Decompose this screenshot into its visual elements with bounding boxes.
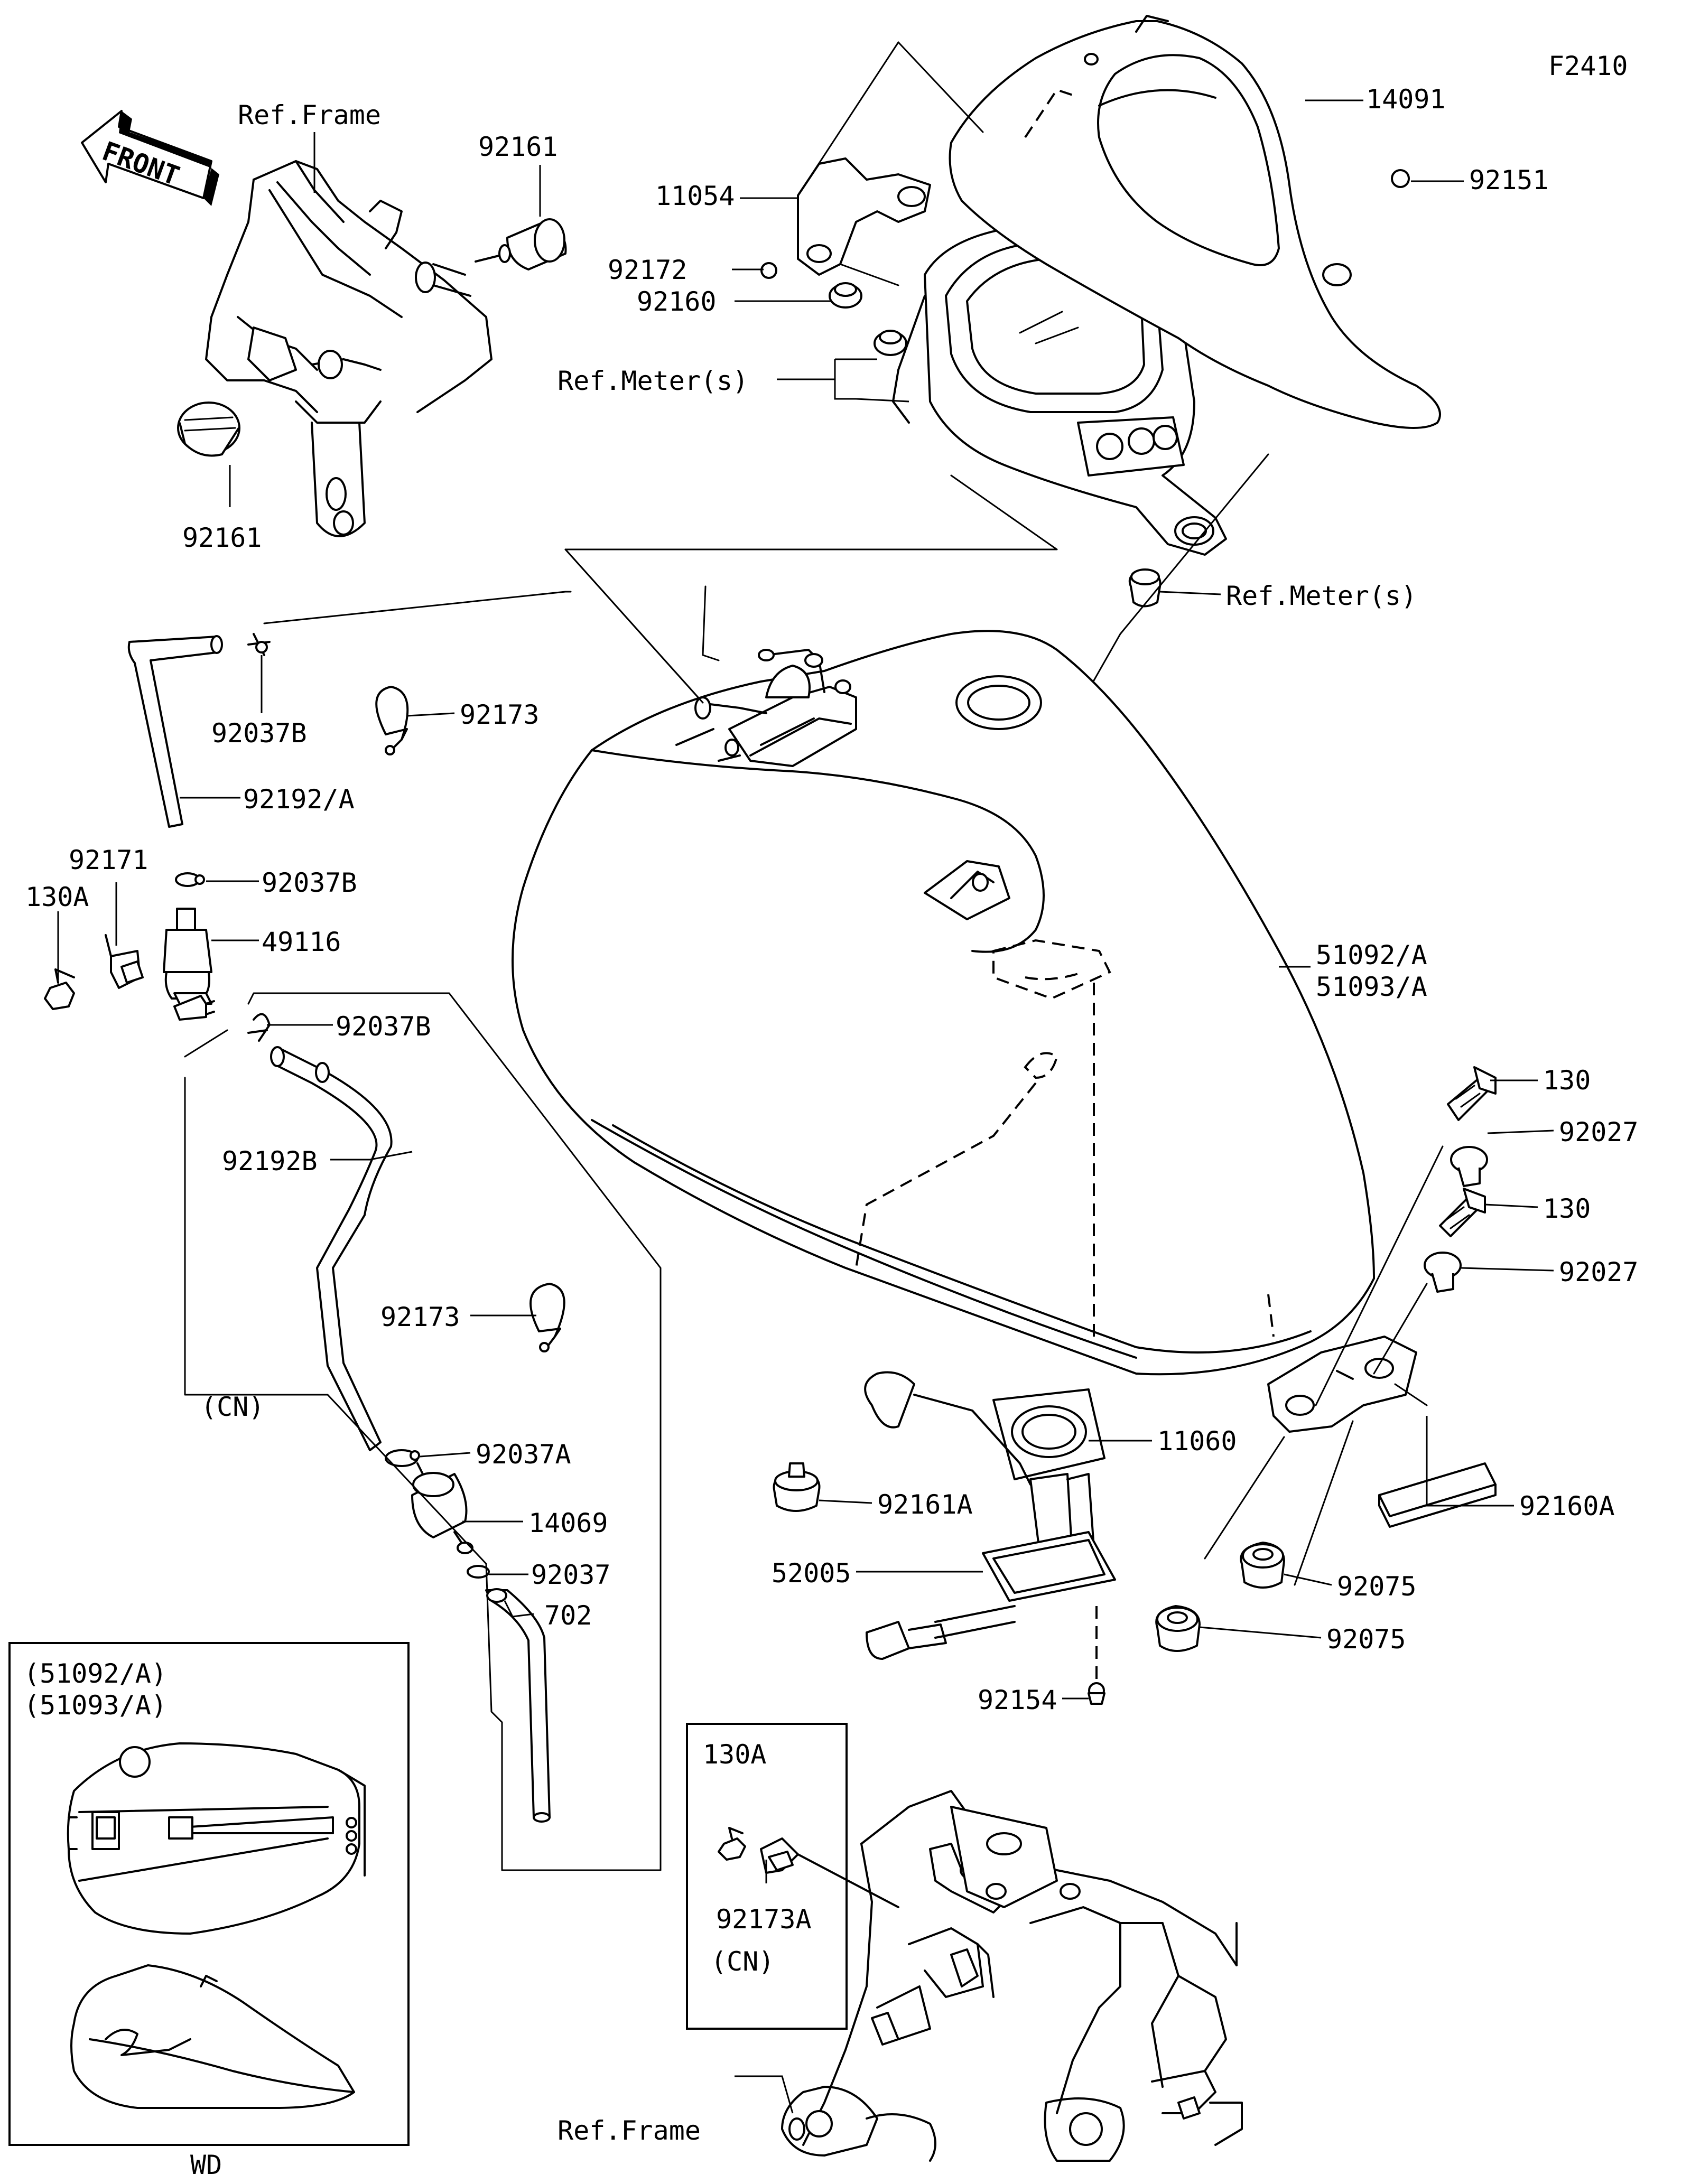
- inset-tank-side-view: [70, 1964, 355, 2109]
- label-92173-2: 92173: [380, 1302, 460, 1332]
- label-cn-1: (CN): [201, 1392, 264, 1422]
- label-inset-51092A: (51092/A): [24, 1658, 167, 1689]
- label-92075-1: 92075: [1337, 1571, 1417, 1602]
- label-51093A: 51093/A: [1316, 972, 1427, 1002]
- grommet-92075-top: [1240, 1542, 1285, 1589]
- label-52005: 52005: [772, 1558, 851, 1589]
- label-ref-meters-1: Ref.Meter(s): [558, 366, 748, 396]
- bracket-92171: [105, 934, 144, 989]
- front-arrow-icon: FRONT: [81, 110, 219, 206]
- label-92192B: 92192B: [222, 1146, 318, 1177]
- hose-702: [485, 1588, 551, 1823]
- label-130A-2: 130A: [703, 1739, 766, 1770]
- label-92160: 92160: [637, 286, 717, 317]
- label-92161-top: 92161: [478, 132, 558, 162]
- screw-92154: [1088, 1606, 1105, 1705]
- callout-labels: F2410 Ref.Frame 92161 92161 11054 92172 …: [24, 51, 1639, 2180]
- fuel-pump-assembly: [864, 1371, 1116, 1660]
- label-wd: WD: [190, 2150, 222, 2180]
- hose-92192A: [127, 635, 223, 828]
- label-92172: 92172: [608, 255, 687, 285]
- figure-code: F2410: [1548, 51, 1628, 81]
- label-92037B-3: 92037B: [336, 1011, 431, 1042]
- label-92151: 92151: [1469, 165, 1549, 195]
- grommet-92075-bottom: [1155, 1605, 1201, 1652]
- fuel-tank: [512, 548, 1417, 1433]
- label-11054: 11054: [655, 181, 735, 211]
- label-inset-51093A: (51093/A): [24, 1690, 167, 1721]
- label-14069: 14069: [528, 1508, 608, 1538]
- label-130-1: 130: [1543, 1065, 1591, 1096]
- filter-14069: [411, 1462, 473, 1554]
- damper-92161-top: [475, 218, 567, 270]
- label-92160A: 92160A: [1519, 1491, 1615, 1522]
- damper-92161-bottom: [177, 402, 240, 457]
- reference-box-hoses: [184, 591, 662, 1871]
- label-92173A: 92173A: [716, 1904, 812, 1935]
- clip-92037B-1: [247, 633, 271, 656]
- label-130-2: 130: [1543, 1193, 1591, 1224]
- label-92037: 92037: [531, 1560, 611, 1590]
- label-49116: 49116: [262, 927, 341, 957]
- hose-92192B: [270, 1046, 393, 1451]
- clip-92173-1: [375, 686, 409, 755]
- label-92173-1: 92173: [460, 699, 540, 730]
- leader-lines: [57, 99, 1554, 2114]
- label-92161-bottom: 92161: [182, 522, 262, 553]
- clip-92037B-3: [247, 1013, 271, 1042]
- label-92027-2: 92027: [1559, 1257, 1639, 1287]
- meter-assembly: [760, 15, 1441, 608]
- frame-bottom-illustration: [781, 1790, 1243, 2162]
- inset-box-cn: [686, 1723, 848, 2030]
- clip-92173-2: [529, 1283, 565, 1352]
- label-92027-1: 92027: [1559, 1117, 1639, 1147]
- label-130A-1: 130A: [25, 882, 89, 912]
- bolt-130A-1: [44, 968, 75, 1010]
- washer-92027-top: [1450, 1146, 1488, 1187]
- label-92161A: 92161A: [877, 1489, 973, 1520]
- inset-box-wd: [8, 1642, 410, 2146]
- label-ref-frame-top: Ref.Frame: [238, 100, 381, 130]
- label-92037B-1: 92037B: [211, 718, 307, 749]
- label-92037A: 92037A: [476, 1439, 571, 1470]
- label-14091: 14091: [1366, 84, 1446, 115]
- label-51092A: 51092/A: [1316, 940, 1427, 970]
- label-92075-2: 92075: [1326, 1624, 1406, 1655]
- fastener-130-top: [1447, 1066, 1497, 1121]
- clamp-92173A: [760, 1837, 899, 1908]
- label-92154: 92154: [978, 1685, 1057, 1715]
- label-cn-2: (CN): [711, 1946, 774, 1977]
- pad-92160A: [1378, 1462, 1497, 1528]
- label-ref-meters-2: Ref.Meter(s): [1226, 581, 1417, 611]
- valve-49116: [163, 908, 215, 1021]
- label-92171: 92171: [69, 845, 148, 875]
- label-92192A: 92192/A: [243, 784, 355, 815]
- damper-92161A: [773, 1462, 821, 1512]
- label-702: 702: [544, 1600, 592, 1631]
- clip-92037B-2: [175, 872, 205, 887]
- washer-92027-bottom: [1424, 1252, 1462, 1293]
- fastener-130-bottom: [1439, 1188, 1486, 1237]
- inset-tank-top-view: [67, 1742, 366, 1935]
- label-ref-frame-bottom: Ref.Frame: [558, 2115, 701, 2146]
- clip-92037: [467, 1565, 490, 1579]
- reference-lines-rear: [1204, 1145, 1444, 1586]
- label-11060: 11060: [1157, 1426, 1237, 1457]
- bolt-130A-2: [718, 1827, 746, 1861]
- clip-92037A: [385, 1449, 420, 1467]
- frame-top-illustration: [205, 160, 493, 537]
- label-92037B-2: 92037B: [262, 867, 357, 898]
